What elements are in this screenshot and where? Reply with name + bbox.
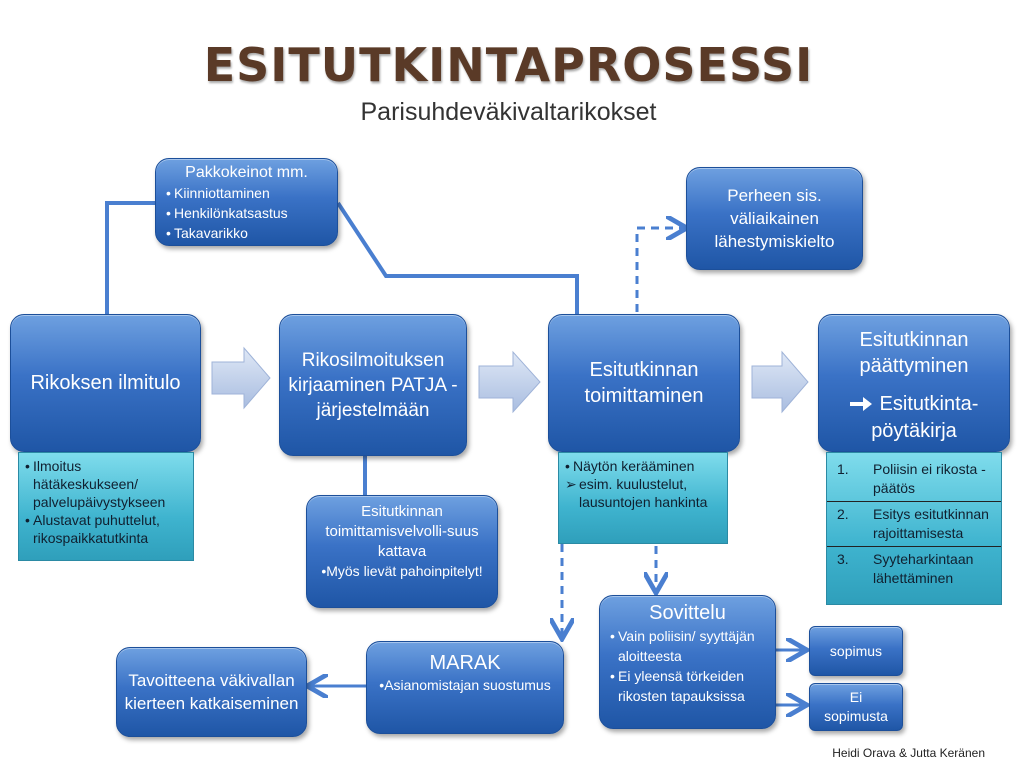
paattyminen-list-item: 1.Poliisin ei rikosta -päätös	[837, 461, 986, 496]
marak-box: MARAK •Asianomistajan suostumus	[366, 641, 564, 734]
toimittaminen-details: Näytön kerääminen esim. kuulustelut, lau…	[558, 452, 728, 544]
tavoitteena-text: Tavoitteena väkivallan kierteen katkaise…	[124, 671, 299, 713]
paattyminen-line1: Esitutkinnan päättyminen	[859, 329, 969, 377]
sovittelu-heading: Sovittelu	[649, 602, 726, 624]
sovittelu-item: Ei yleensä törkeiden rikosten tapauksiss…	[610, 666, 765, 706]
pakkokeinot-item: Takavarikko	[166, 223, 327, 243]
toimittaminen-text: Esitutkinnan toimittaminen	[584, 359, 704, 407]
perheen-lahestymiskielto-box: Perheen sis. väliaikainen lähestymiskiel…	[686, 167, 863, 270]
velvollisuus-bullet: •Myös lievät pahoinpitelyt!	[321, 563, 483, 579]
pakkokeinot-item: Henkilönkatsastus	[166, 203, 327, 223]
page-title: ESITUTKINTAPROSESSI	[203, 38, 814, 92]
connector-pakkokeinot-toimittaminen	[336, 201, 579, 314]
toimittaminen-detail-subitem: esim. kuulustelut, lausuntojen hankinta	[565, 475, 721, 511]
ilmitulo-detail-item: Alustavat puhuttelut, rikospaikkatutkint…	[25, 511, 187, 547]
paattyminen-list-item: 3.Syyteharkintaan lähettäminen	[837, 551, 974, 586]
marak-heading: MARAK	[429, 652, 501, 674]
ilmitulo-text: Rikoksen ilmitulo	[30, 372, 181, 394]
paattyminen-box: Esitutkinnan päättyminen Esitutkinta-pöy…	[818, 314, 1010, 452]
marak-bullet: •Asianomistajan suostumus	[379, 677, 551, 693]
velvollisuus-text: Esitutkinnan toimittamisvelvolli-suus ka…	[325, 503, 479, 560]
ei-sopimusta-box: Ei sopimusta	[809, 683, 903, 731]
ilmitulo-details: Ilmoitus hätäkeskukseen/ palvelupäivysty…	[18, 452, 194, 561]
arrow-toimittaminen-perheen	[635, 228, 684, 312]
perheen-text: Perheen sis. väliaikainen lähestymiskiel…	[714, 186, 835, 251]
author-credit: Heidi Orava & Jutta Keränen	[832, 746, 985, 760]
ilmitulo-detail-item: Ilmoitus hätäkeskukseen/ palvelupäivysty…	[25, 457, 187, 511]
tavoitteena-box: Tavoitteena väkivallan kierteen katkaise…	[116, 647, 307, 737]
velvollisuus-box: Esitutkinnan toimittamisvelvolli-suus ka…	[306, 495, 498, 608]
pakkokeinot-heading: Pakkokeinot mm.	[185, 164, 308, 181]
paattyminen-list-item: 2.Esitys esitutkinnan rajoittamisesta	[837, 506, 989, 541]
pakkokeinot-item: Kiinniottaminen	[166, 183, 327, 203]
toimittaminen-detail-item: Näytön kerääminen	[565, 457, 721, 475]
sovittelu-item: Vain poliisin/ syyttäjän aloitteesta	[610, 626, 765, 666]
connector-ilmitulo-pakkokeinot	[105, 201, 155, 314]
block-arrow-1	[211, 346, 271, 410]
paattyminen-line2: Esitutkinta-pöytäkirja	[871, 393, 979, 442]
list-divider	[827, 501, 1001, 502]
kirjaaminen-text: Rikosilmoituksen kirjaaminen PATJA - jär…	[288, 349, 458, 421]
sopimus-box: sopimus	[809, 626, 903, 676]
kirjaaminen-box: Rikosilmoituksen kirjaaminen PATJA - jär…	[279, 314, 467, 456]
sopimus-text: sopimus	[829, 642, 883, 659]
right-arrow-icon	[849, 392, 872, 418]
ei-sopimusta-text: Ei sopimusta	[824, 689, 888, 724]
ilmitulo-box: Rikoksen ilmitulo	[10, 314, 201, 452]
sovittelu-box: Sovittelu Vain poliisin/ syyttäjän aloit…	[599, 595, 776, 729]
page-subtitle: Parisuhdeväkivaltarikokset	[360, 98, 657, 126]
toimittaminen-box: Esitutkinnan toimittaminen	[548, 314, 740, 452]
block-arrow-2	[478, 350, 541, 414]
pakkokeinot-box: Pakkokeinot mm. Kiinniottaminen Henkilön…	[155, 158, 338, 246]
block-arrow-3	[751, 350, 809, 414]
paattyminen-list: 1.Poliisin ei rikosta -päätös 2.Esitys e…	[826, 452, 1002, 605]
list-divider	[827, 546, 1001, 547]
